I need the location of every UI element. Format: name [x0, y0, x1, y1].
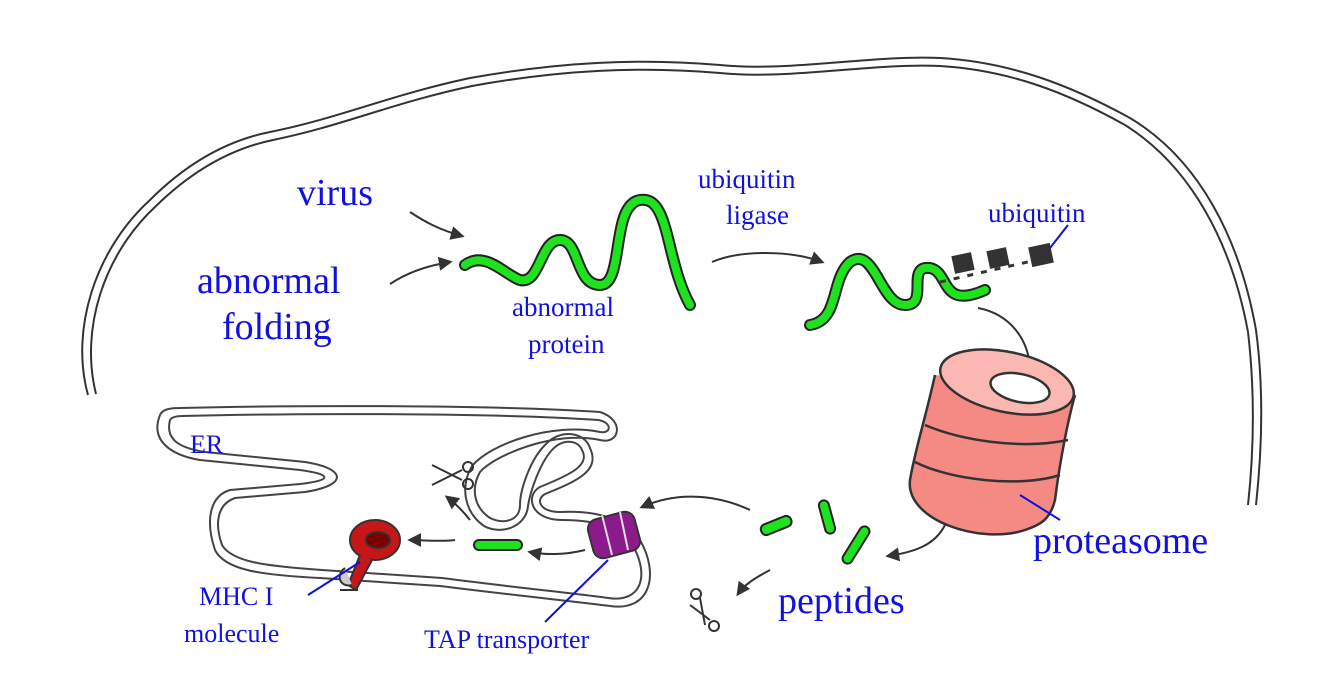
label-peptides: peptides	[778, 580, 905, 622]
peptides-shapes	[473, 499, 871, 565]
label-mhc-2: molecule	[184, 619, 280, 648]
label-proteasome: proteasome	[1033, 520, 1209, 562]
label-virus: virus	[297, 172, 373, 214]
scissors-icon	[431, 461, 474, 490]
abnormal-protein-fill	[461, 195, 694, 309]
cell-membrane	[81, 56, 1263, 506]
label-abnormal-folding-1: abnormal	[197, 260, 341, 302]
label-abnormal-protein-2: protein	[528, 329, 605, 359]
scissors-icon	[689, 588, 720, 632]
label-abnormal-folding-2: folding	[222, 306, 332, 348]
label-ubiquitin: ubiquitin	[988, 198, 1086, 228]
label-ubiquitin-ligase-1: ubiquitin	[698, 164, 796, 194]
label-tap-transporter: TAP transporter	[424, 625, 590, 654]
label-mhc-1: MHC I	[199, 582, 274, 611]
inflow-arrows	[389, 211, 1032, 597]
proteasome-shape	[908, 348, 1077, 536]
ubiquitin-chain	[939, 224, 1069, 284]
label-ubiquitin-ligase-2: ligase	[726, 200, 789, 230]
endoplasmic-reticulum	[156, 405, 651, 608]
label-abnormal-protein-1: abnormal	[512, 292, 614, 322]
label-er: ER	[190, 430, 224, 459]
tap-transporter-shape	[544, 510, 642, 623]
mhc-molecule-shape	[307, 519, 401, 596]
